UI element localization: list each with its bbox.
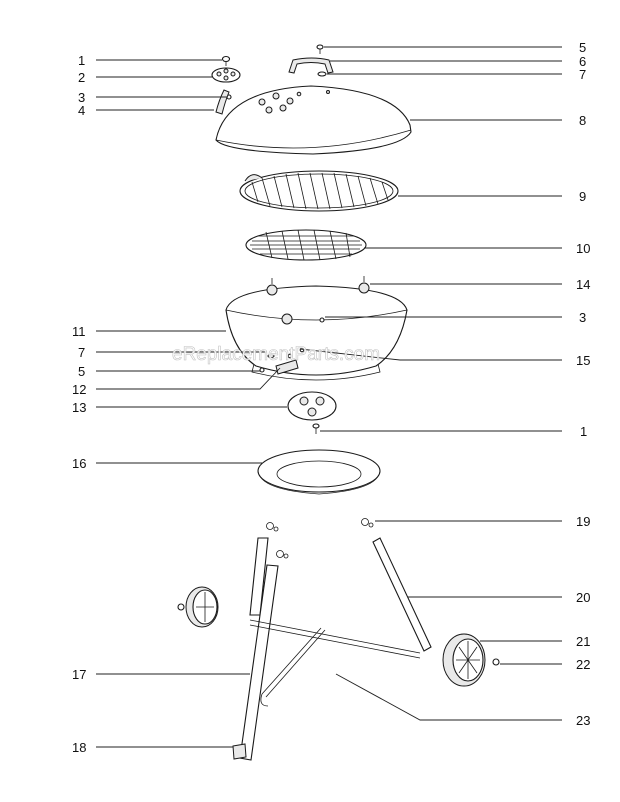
callout-1-bottom: 1: [580, 424, 587, 439]
part-5-screw-bowl: [259, 367, 265, 373]
part-13-bottom-damper: [287, 391, 337, 421]
callout-7-left: 7: [78, 345, 85, 360]
callout-8: 8: [579, 113, 586, 128]
part-16-ash-pan: [257, 449, 381, 495]
part-8-lid: [215, 85, 412, 155]
callout-20: 20: [576, 590, 590, 605]
callout-15: 15: [576, 353, 590, 368]
callout-1-top: 1: [78, 53, 85, 68]
callout-16: 16: [72, 456, 86, 471]
callout-19: 19: [576, 514, 590, 529]
part-22-hubcap: [492, 658, 500, 666]
part-11-bowl: [225, 285, 408, 381]
part-19-leg-clip: [266, 518, 374, 559]
callout-3-left: 3: [78, 90, 85, 105]
part-18-leg-cap: [232, 743, 247, 760]
callout-4: 4: [78, 103, 85, 118]
callout-6: 6: [579, 54, 586, 69]
part-15-ash-blade-bolt: [287, 347, 305, 359]
part-17-axle-leg: [239, 564, 421, 761]
part-9-cooking-grate: [239, 170, 399, 212]
part-5-screw-handle: [316, 44, 324, 54]
part-7-washer-top: [317, 71, 327, 77]
part-21-wheel-left: [177, 586, 219, 628]
callout-10: 10: [576, 241, 590, 256]
part-1-screw-top: [221, 55, 231, 66]
callout-7-right: 7: [579, 67, 586, 82]
callout-11: 11: [72, 324, 86, 339]
part-6-lid-handle: [288, 57, 334, 74]
callout-22: 22: [576, 657, 590, 672]
callout-21: 21: [576, 634, 590, 649]
callout-2: 2: [78, 70, 85, 85]
part-21-wheel: [442, 633, 486, 687]
part-3-bolt-right: [319, 317, 325, 323]
callout-12: 12: [72, 382, 86, 397]
callout-5-right: 5: [579, 40, 586, 55]
leader-lines: [96, 46, 562, 748]
callout-labels: 1 2 3 4 5 6 7 8 9 10 14 3 11 7 5 15 12 1…: [72, 40, 590, 755]
part-14-bowl-clip: [266, 276, 370, 325]
part-1-screw-bottom: [312, 423, 320, 434]
part-2-lid-damper: [211, 67, 241, 83]
part-7-washer-bowl: [267, 353, 275, 359]
part-10-charcoal-grate: [245, 229, 367, 261]
watermark: eReplacementParts.com: [172, 344, 380, 365]
callout-9: 9: [579, 189, 586, 204]
callout-18: 18: [72, 740, 86, 755]
part-4-heat-shield: [215, 89, 230, 115]
callout-3-right: 3: [579, 310, 586, 325]
callout-5-left: 5: [78, 364, 85, 379]
callout-17: 17: [72, 667, 86, 682]
callout-13: 13: [72, 400, 86, 415]
callout-23: 23: [576, 713, 590, 728]
part-20-leg: [249, 537, 432, 652]
callout-14: 14: [576, 277, 590, 292]
